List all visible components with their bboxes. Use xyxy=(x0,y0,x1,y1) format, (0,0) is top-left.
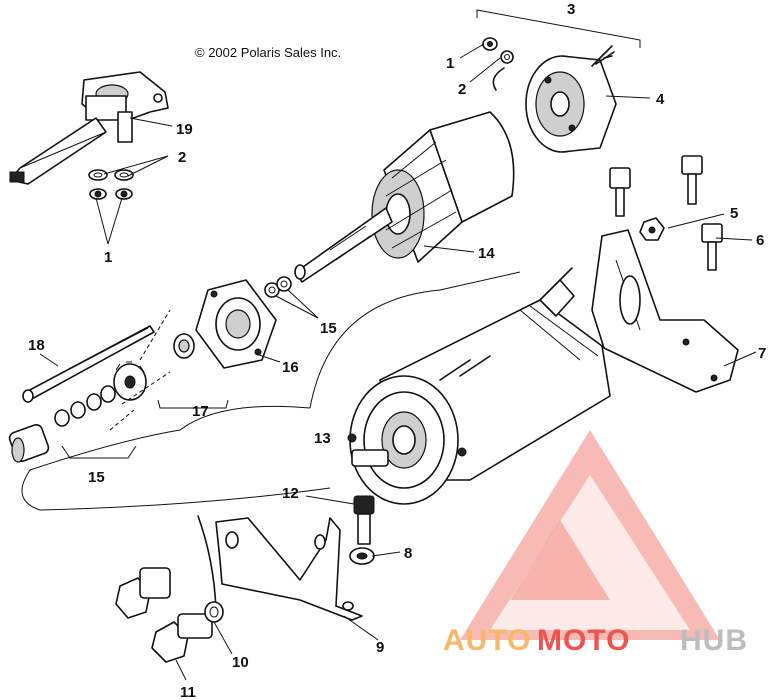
part-16-drive-end-housing xyxy=(195,279,277,369)
callout-7: 7 xyxy=(758,345,766,362)
part-19-solenoid-switch xyxy=(9,71,169,185)
part-9-lower-bracket xyxy=(197,515,363,621)
callout-1-top: 1 xyxy=(446,55,454,72)
watermark-hub: HUB xyxy=(680,624,748,657)
group-dash-lines xyxy=(109,309,171,431)
part-18-shaft-assembly xyxy=(8,325,155,463)
callout-3: 3 xyxy=(567,1,575,18)
washers-group-left xyxy=(88,169,134,200)
callout-8: 8 xyxy=(404,545,412,562)
callout-14: 14 xyxy=(478,245,495,262)
watermark-text: AUTO MOTO HUB xyxy=(443,624,748,657)
part-14-armature xyxy=(294,111,515,283)
callout-15-left: 15 xyxy=(88,469,105,486)
callout-labels: 1 2 3 4 5 6 7 8 9 10 11 12 13 14 15 15 1… xyxy=(28,1,766,700)
part-12-bolt xyxy=(353,495,375,545)
group-line-13-upper xyxy=(309,271,521,409)
callout-19: 19 xyxy=(176,121,193,138)
bracket-15 xyxy=(61,445,137,459)
callout-4: 4 xyxy=(656,91,665,108)
part-11-bolts xyxy=(115,567,213,663)
callout-10: 10 xyxy=(232,654,249,671)
callout-11: 11 xyxy=(180,684,196,700)
callout-1-left: 1 xyxy=(104,249,112,266)
callout-16: 16 xyxy=(282,359,299,376)
part-1-2-nut-washer-top xyxy=(482,37,514,91)
callout-12: 12 xyxy=(282,485,299,502)
watermark-moto: MOTO xyxy=(537,624,630,657)
callout-17: 17 xyxy=(192,403,209,420)
callout-2-left: 2 xyxy=(178,149,186,166)
callout-9: 9 xyxy=(376,639,384,656)
part-8-washer xyxy=(349,547,375,565)
part-15-bushings xyxy=(264,276,292,298)
part-6-bolts xyxy=(609,155,723,271)
watermark-logo xyxy=(460,430,720,640)
callout-13: 13 xyxy=(314,430,331,447)
leader-lines xyxy=(39,43,757,681)
callout-18: 18 xyxy=(28,337,45,354)
copyright-text: © 2002 Polaris Sales Inc. xyxy=(195,45,341,60)
part-13-starter-motor-body xyxy=(347,267,611,505)
group-line-13-lower xyxy=(21,405,331,511)
part-4-end-cover xyxy=(525,45,617,153)
bracket-17 xyxy=(157,399,229,409)
callout-2-top: 2 xyxy=(458,81,466,98)
part-5-nut xyxy=(639,217,665,241)
part-10-washer xyxy=(204,601,224,623)
part-17-pinion-gear xyxy=(113,333,195,401)
part-7-mounting-bracket xyxy=(591,229,739,393)
callout-5: 5 xyxy=(730,205,738,222)
watermark-auto: AUTO xyxy=(443,624,531,657)
callout-15-right: 15 xyxy=(320,320,337,337)
bracket-3 xyxy=(476,9,641,48)
callout-6: 6 xyxy=(756,232,764,249)
